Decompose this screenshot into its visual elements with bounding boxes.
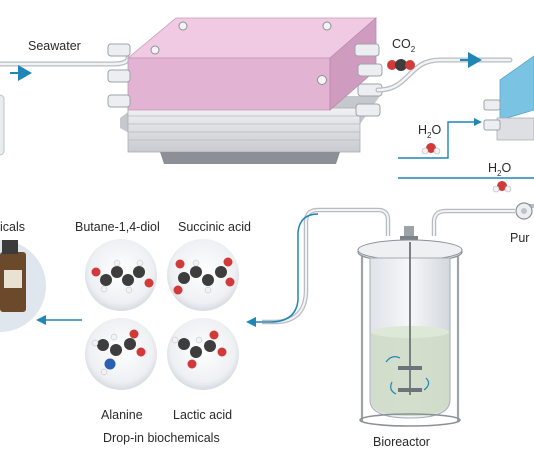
seawater-label: Seawater (28, 39, 81, 53)
butanediol-label: Butane-1,4-diol (75, 220, 160, 234)
butanediol-molecule-bubble (85, 239, 157, 311)
pump-label: Pur (510, 231, 530, 245)
lactic-acid-label: Lactic acid (173, 408, 233, 422)
flow-arrow-icon (36, 315, 82, 325)
h2o-inlet-line (398, 118, 534, 179)
blue-electrolyser-stack (483, 55, 534, 141)
bioreactor (262, 207, 515, 427)
succinic-acid-molecule-bubble (167, 239, 239, 311)
co2-molecule-icon (387, 59, 415, 71)
left-tank-partial (0, 94, 5, 156)
pump-icon (515, 202, 534, 220)
chemicals-label: icals (0, 220, 26, 234)
bioreactor-label: Bioreactor (373, 435, 430, 449)
h2o-top-label: H2O (418, 123, 442, 140)
flow-arrow-icon (246, 213, 319, 327)
water-molecule-icon (492, 181, 512, 193)
lactic-acid-molecule-bubble (167, 318, 239, 390)
bottle-icon (0, 240, 46, 332)
co2-outlet-tube (375, 52, 513, 93)
alanine-label: Alanine (101, 408, 143, 422)
pink-electrolyser-stack (107, 17, 383, 164)
succinic-acid-label: Succinic acid (178, 220, 251, 234)
dropin-biochemicals-label: Drop-in biochemicals (103, 431, 220, 445)
h2o-bottom-label: H2O (488, 161, 512, 178)
water-molecule-icon (421, 143, 441, 155)
co2-label: CO2 (392, 37, 416, 54)
alanine-molecule-bubble (85, 318, 157, 390)
